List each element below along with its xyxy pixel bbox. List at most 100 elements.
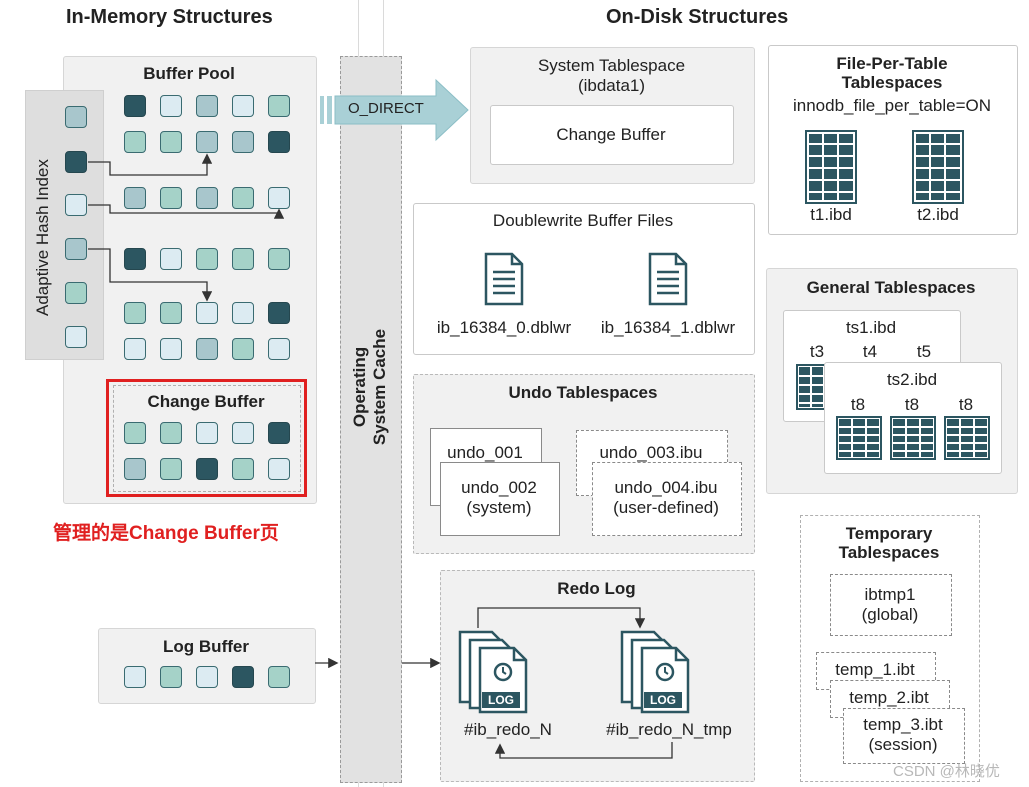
ibtmp1-name: ibtmp1 xyxy=(864,585,916,604)
undo-003-label: undo_003.ibu xyxy=(599,443,703,462)
undo-004-name: undo_004.ibu xyxy=(614,478,718,497)
ts1-t5-label: t5 xyxy=(916,342,932,361)
buffer-page xyxy=(124,248,146,270)
dblwr-1-label: ib_16384_1.dblwr xyxy=(600,318,736,337)
temp-2-label: temp_2.ibt xyxy=(849,688,929,707)
buffer-page xyxy=(232,248,254,270)
temporary-title1: Temporary xyxy=(845,524,933,543)
undo-002-type: (system) xyxy=(466,498,532,517)
temp-3-scope: (session) xyxy=(868,735,938,754)
buffer-page xyxy=(232,338,254,360)
ibtmp1-box xyxy=(830,574,952,636)
file-per-table-setting: innodb_file_per_table=ON xyxy=(792,96,991,115)
ts2-t8a-label: t8 xyxy=(850,395,866,414)
buffer-page xyxy=(232,131,254,153)
change-buffer-page xyxy=(196,422,218,444)
buffer-page xyxy=(268,338,290,360)
redo-file-1-tag: LOG xyxy=(488,693,514,707)
system-tablespace-title1: System Tablespace xyxy=(537,56,686,75)
system-tablespace-title2: (ibdata1) xyxy=(577,76,646,95)
csdn-watermark: CSDN @林晓优 xyxy=(893,763,1000,780)
undo-001-label: undo_001 xyxy=(447,443,523,462)
ahi-page xyxy=(65,326,87,348)
buffer-page xyxy=(160,131,182,153)
buffer-page xyxy=(160,187,182,209)
os-cache-column xyxy=(340,56,402,783)
buffer-page xyxy=(196,131,218,153)
change-buffer-page xyxy=(196,458,218,480)
buffer-page xyxy=(124,338,146,360)
redo-file-2-label: #ib_redo_N_tmp xyxy=(606,720,732,739)
change-buffer-page xyxy=(268,422,290,444)
undo-004-box xyxy=(592,462,742,536)
redo-file-1-icon xyxy=(458,630,528,714)
ahi-page xyxy=(65,151,87,173)
log-buffer-title: Log Buffer xyxy=(163,637,249,656)
dblwr-0-file-icon xyxy=(484,252,524,306)
buffer-page xyxy=(124,302,146,324)
undo-title: Undo Tablespaces xyxy=(508,383,658,402)
on-disk-header: On-Disk Structures xyxy=(606,6,789,28)
doublewrite-title: Doublewrite Buffer Files xyxy=(492,211,674,230)
change-buffer-page xyxy=(124,422,146,444)
log-page xyxy=(268,666,290,688)
ts1-t4-label: t4 xyxy=(862,342,878,361)
system-change-buffer xyxy=(490,105,734,165)
change-buffer-page xyxy=(160,422,182,444)
temporary-title: Temporary Tablespaces xyxy=(800,524,978,562)
ts2-label: ts2.ibd xyxy=(886,370,938,389)
file-per-table-title2: Tablespaces xyxy=(841,73,943,92)
undo-002-name: undo_002 xyxy=(461,478,537,497)
buffer-page xyxy=(196,187,218,209)
redo-cycle-arrows xyxy=(477,607,673,759)
dblwr-0-label: ib_16384_0.dblwr xyxy=(436,318,572,337)
t1-table-icon xyxy=(805,130,857,204)
log-page xyxy=(160,666,182,688)
ts1-label: ts1.ibd xyxy=(845,318,897,337)
buffer-pool-title: Buffer Pool xyxy=(143,64,235,83)
change-buffer-page xyxy=(232,422,254,444)
change-buffer-page xyxy=(160,458,182,480)
buffer-page xyxy=(232,95,254,117)
temp-3-box xyxy=(843,708,965,764)
change-buffer-highlight xyxy=(106,379,307,497)
temp-3-label: temp_3.ibt (session) xyxy=(843,715,963,755)
buffer-page xyxy=(124,95,146,117)
file-per-table-title: File-Per-Table Tablespaces xyxy=(768,54,1016,92)
adaptive-hash-index-panel xyxy=(25,90,104,360)
change-buffer-page xyxy=(232,458,254,480)
system-tablespace-title: System Tablespace (ibdata1) xyxy=(470,56,753,96)
ts2-t8a-table-icon xyxy=(836,416,882,460)
ts1-t3-label: t3 xyxy=(809,342,825,361)
doublewrite-panel xyxy=(413,203,755,355)
file-per-table-title1: File-Per-Table xyxy=(836,54,948,73)
ahi-page xyxy=(65,194,87,216)
ts2-t8b-label: t8 xyxy=(904,395,920,414)
redo-log-title: Redo Log xyxy=(557,579,636,598)
temporary-title2: Tablespaces xyxy=(838,543,940,562)
ts2-t8c-label: t8 xyxy=(958,395,974,414)
undo-004-type: (user-defined) xyxy=(613,498,719,517)
log-page xyxy=(124,666,146,688)
buffer-page xyxy=(268,248,290,270)
change-buffer-annotation: 管理的是Change Buffer页 xyxy=(53,523,279,544)
undo-002-box xyxy=(440,462,560,536)
buffer-page xyxy=(160,95,182,117)
o-direct-label: O_DIRECT xyxy=(348,100,424,117)
redo-file-2-tag: LOG xyxy=(650,693,676,707)
t2-label: t2.ibd xyxy=(917,205,959,224)
buffer-page xyxy=(196,302,218,324)
general-tablespaces-title: General Tablespaces xyxy=(806,278,976,297)
ibtmp1-scope: (global) xyxy=(861,605,919,624)
change-buffer-page xyxy=(124,458,146,480)
t2-table-icon xyxy=(912,130,964,204)
change-buffer-title: Change Buffer xyxy=(147,392,265,411)
o-direct-arrow xyxy=(320,78,469,142)
buffer-page xyxy=(124,187,146,209)
system-change-buffer-label: Change Buffer xyxy=(556,125,666,144)
buffer-page xyxy=(232,187,254,209)
buffer-page xyxy=(160,302,182,324)
in-memory-header: In-Memory Structures xyxy=(66,6,273,28)
